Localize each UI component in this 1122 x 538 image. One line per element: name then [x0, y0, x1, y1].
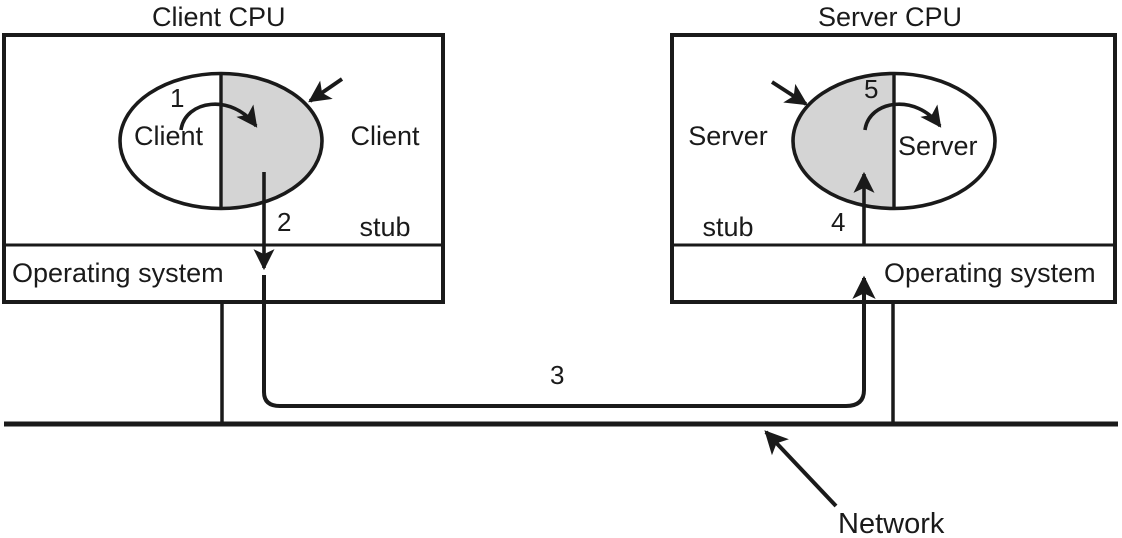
- network-label: Network: [838, 508, 945, 538]
- step-3-label: 3: [550, 360, 565, 390]
- client-network-link: [262, 275, 846, 408]
- step-1-arrow: [179, 102, 258, 131]
- step-1-label: 1: [170, 83, 185, 113]
- server-os-label: Operating system: [884, 258, 1096, 288]
- server-cpu-title: Server CPU: [818, 2, 963, 32]
- server-network-link: [845, 275, 876, 408]
- step-4-label: 4: [831, 207, 846, 237]
- server-stub-label-line2: stub: [702, 212, 754, 243]
- server-stub-callout-arrow: [770, 80, 808, 106]
- server-stub-label: Server stub: [680, 61, 776, 303]
- client-stub-label-line1: Client: [350, 121, 420, 152]
- client-stub-label-line2: stub: [359, 212, 411, 243]
- client-stub-callout-arrow: [308, 77, 344, 103]
- server-stub-label-line1: Server: [688, 121, 768, 152]
- client-process-label: Client: [134, 121, 204, 151]
- step-5-arrow: [863, 102, 942, 131]
- client-os-label: Operating system: [12, 258, 224, 288]
- client-stub-label: Client stub: [340, 61, 430, 303]
- network-callout-arrow: [764, 430, 838, 508]
- server-process-label: Server: [898, 131, 978, 161]
- step-5-label: 5: [864, 74, 879, 104]
- client-cpu-title: Client CPU: [152, 2, 286, 32]
- step-2-label: 2: [277, 207, 292, 237]
